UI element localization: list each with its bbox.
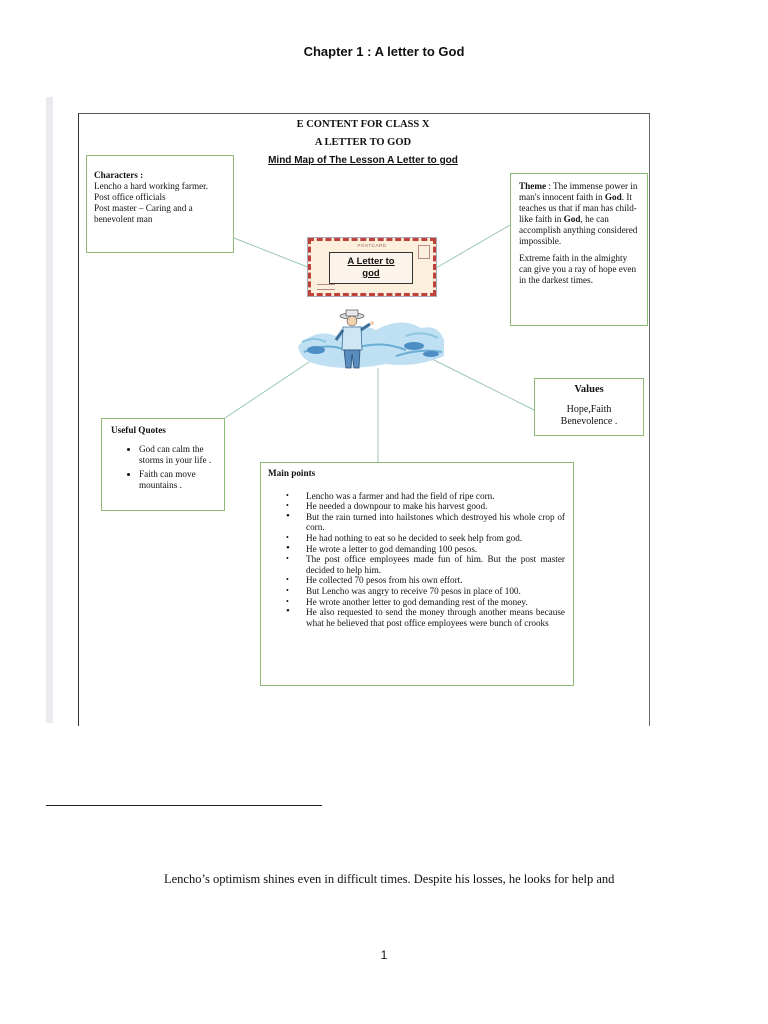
postcard-title: A Letter to god	[329, 252, 413, 284]
connector-values	[429, 357, 535, 411]
quote-item: Faith can move mountains .	[139, 469, 218, 491]
main-point-item: Lencho was a farmer and had the field of…	[286, 491, 565, 502]
theme-label: Theme	[519, 181, 547, 191]
characters-line: Post office officials	[94, 192, 166, 202]
theme-paragraph: Theme : The immense power in man's innoc…	[519, 181, 641, 247]
postmark-lines	[317, 284, 335, 290]
theme-paragraph-2: Extreme faith in the almighty can give y…	[519, 253, 637, 285]
main-point-item: But Lencho was angry to receive 70 pesos…	[286, 586, 565, 597]
main-point-item: He had nothing to eat so he decided to s…	[286, 533, 565, 544]
theme-box: Theme : The immense power in man's innoc…	[510, 173, 648, 326]
theme-god: God	[563, 214, 581, 224]
values-line: Benevolence .	[560, 416, 618, 427]
page-side-shading	[46, 97, 53, 723]
theme-text: , he can accomplish anything considered …	[519, 214, 638, 246]
postcard-label: POSTCARD	[357, 243, 387, 248]
mindmap-heading-class: E CONTENT FOR CLASS X	[296, 119, 430, 130]
postcard-title-line: god	[362, 268, 380, 279]
values-box: Values Hope,Faith Benevolence .	[534, 378, 644, 436]
main-point-item: He collected 70 pesos from his own effor…	[286, 575, 565, 586]
main-point-item: He also requested to send the money thro…	[286, 606, 565, 628]
body-text-line: Lencho’s optimism shines even in difficu…	[164, 872, 615, 886]
quotes-list: God can calm the storms in your life . F…	[111, 444, 218, 491]
farmer-in-field-illustration	[298, 309, 444, 369]
main-point-item: He wrote a letter to god demanding 100 p…	[286, 543, 565, 555]
main-points-box: Main points Lencho was a farmer and had …	[260, 462, 574, 686]
footnote-separator	[46, 805, 322, 806]
values-title: Values	[574, 384, 604, 395]
characters-line: Post master – Caring and a benevolent ma…	[94, 203, 193, 224]
connector-theme	[435, 224, 511, 269]
theme-god: God	[604, 192, 622, 202]
characters-box: Characters : Lencho a hard working farme…	[86, 155, 234, 253]
connector-characters	[233, 237, 311, 269]
quotes-title: Useful Quotes	[111, 425, 166, 435]
values-line: Hope,Faith	[566, 404, 612, 415]
characters-line: Lencho a hard working farmer.	[94, 181, 209, 191]
main-point-item: The post office employees made fun of hi…	[286, 554, 565, 575]
theme-text: . It teaches us that if man has child-li…	[519, 192, 637, 224]
main-point-item: He needed a downpour to make his harvest…	[286, 501, 565, 512]
theme-text: : The immense power in man's innocent fa…	[519, 181, 638, 202]
page-number: 1	[380, 948, 388, 962]
useful-quotes-box: Useful Quotes God can calm the storms in…	[101, 418, 225, 511]
mindmap-heading-subtitle: Mind Map of The Lesson A Letter to god	[268, 155, 458, 166]
main-point-item: But the rain turned into hailstones whic…	[286, 511, 565, 533]
page-title: Chapter 1 : A letter to God	[303, 44, 465, 59]
mindmap-image-frame	[78, 113, 650, 726]
connector-quotes	[224, 355, 319, 419]
postcard-center: POSTCARD A Letter to god	[307, 237, 437, 297]
main-points-title: Main points	[268, 468, 316, 478]
characters-title: Characters :	[94, 170, 144, 180]
main-point-item: He wrote another letter to god demanding…	[286, 597, 565, 608]
main-points-list: Lencho was a farmer and had the field of…	[268, 491, 565, 629]
stamp-icon	[418, 245, 430, 259]
quote-item: God can calm the storms in your life .	[139, 444, 218, 466]
postcard-title-line: A Letter to	[347, 256, 395, 267]
mindmap-heading-lesson: A LETTER TO GOD	[314, 137, 412, 148]
